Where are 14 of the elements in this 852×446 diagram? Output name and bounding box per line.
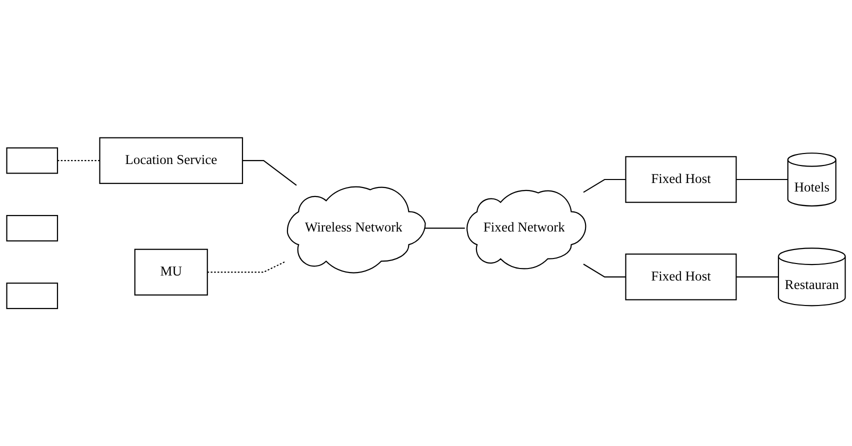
connector [583,178,626,193]
connector [57,160,100,161]
node-box [6,214,58,242]
connector [736,178,788,180]
connector [583,264,626,278]
node-box: MU [134,248,208,296]
node-box: Location Service [99,137,244,184]
connector [736,276,778,278]
node-box: Fixed Host [625,156,737,203]
connector [207,261,285,273]
node-box: Fixed Host [625,253,737,300]
node-box [6,282,58,309]
node-box [6,147,58,174]
connector [242,160,297,186]
